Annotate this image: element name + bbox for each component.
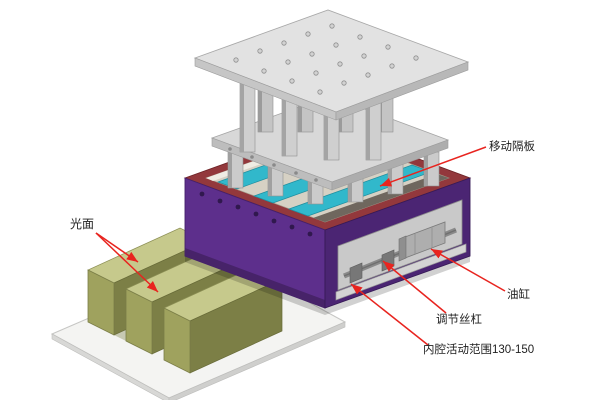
oil-cylinder-cap: [398, 235, 407, 262]
label-oil-cylinder: 油缸: [507, 287, 530, 301]
plate-screws: [233, 23, 419, 95]
leader-line-oil-cylinder: [430, 248, 506, 292]
leader-line-smooth-surface-1: [95, 232, 139, 263]
label-smooth-surface: 光面: [70, 217, 94, 231]
leader-line-smooth-surface-2: [95, 232, 159, 293]
support-column: [239, 77, 256, 153]
press-assembly: [193, 9, 470, 205]
leader-line-adjusting-screw: [382, 260, 447, 314]
label-movable-partition: 移动隔板: [489, 139, 535, 153]
press-top-plate: [193, 9, 470, 121]
label-cavity-range: 内腔活动范围130-150: [423, 342, 534, 356]
annotations: [95, 146, 506, 346]
cavity-front-shadow: [313, 174, 449, 222]
mount-bracket-1: [349, 262, 363, 284]
leader-line-movable-partition: [379, 146, 487, 187]
annotation-labels: 光面 移动隔板 油缸 调节丝杠 内腔活动范围130-150: [70, 139, 535, 356]
box-front-left-face: [184, 177, 326, 309]
leader-line-cavity-range: [350, 283, 429, 346]
label-adjusting-screw: 调节丝杠: [436, 313, 482, 326]
